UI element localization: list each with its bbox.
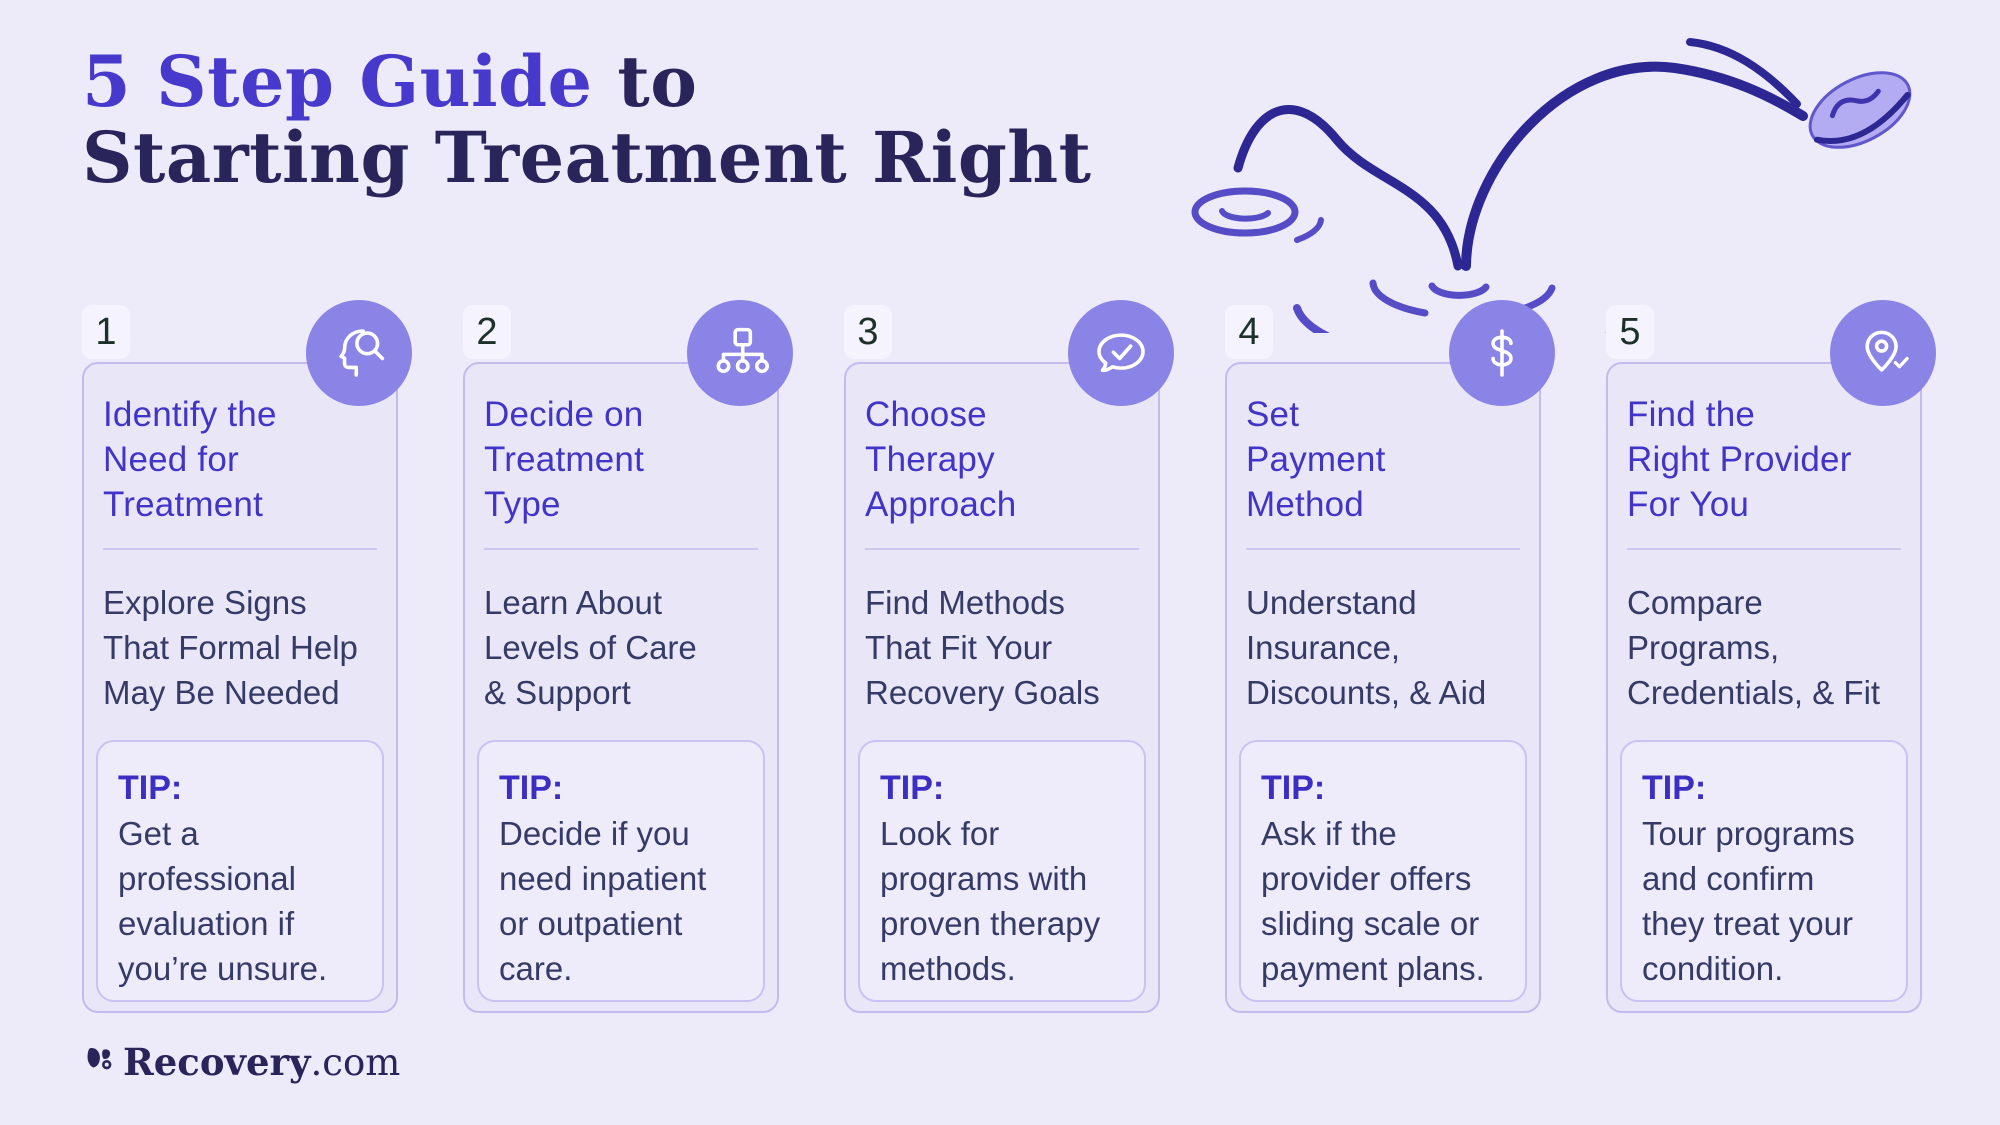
step-card-2: 2 Decide on Treatment Type Learn About L… [463, 300, 795, 1015]
step-description: Understand Insurance, Discounts, & Aid [1246, 584, 1487, 711]
step-number-badge: 2 [463, 305, 511, 359]
step-number-badge: 5 [1606, 305, 1654, 359]
care-levels-hierarchy-icon [687, 300, 793, 406]
tip-box: TIP: Decide if you need inpatient or out… [477, 740, 765, 1002]
step-card-body: Identify the Need for Treatment Explore … [82, 362, 398, 1013]
step-card-5: 5 Find the Right Provider For You Compar… [1606, 300, 1938, 1015]
speech-bubble-check-icon [1068, 300, 1174, 406]
step-title: Find the Right Provider For You [1627, 395, 1852, 524]
page-title-line2: Starting Treatment Right [82, 116, 1092, 199]
step-title: Decide on Treatment Type [484, 395, 645, 524]
page-title-highlight: 5 Step Guide [82, 40, 593, 123]
step-card-body: Find the Right Provider For You Compare … [1606, 362, 1922, 1013]
tip-label: TIP: [499, 769, 564, 807]
recovery-logo-icon [87, 1048, 112, 1070]
tip-text: Look for programs with proven therapy me… [880, 815, 1101, 987]
step-card-3: 3 Choose Therapy Approach Find Methods T… [844, 300, 1176, 1015]
step-card-body: Set Payment Method Understand Insurance,… [1225, 362, 1541, 1013]
tip-label: TIP: [880, 769, 945, 807]
brand-text: Recovery.com [123, 1040, 400, 1084]
step-number-badge: 1 [82, 305, 130, 359]
divider [103, 548, 377, 550]
step-description: Compare Programs, Credentials, & Fit [1627, 584, 1881, 711]
head-magnifier-icon [306, 300, 412, 406]
step-card-body: Choose Therapy Approach Find Methods Tha… [844, 362, 1160, 1013]
tip-text: Decide if you need inpatient or outpatie… [499, 815, 707, 987]
dollar-sign-icon [1449, 300, 1555, 406]
brand-tld: .com [310, 1041, 401, 1084]
tip-text: Ask if the provider offers sliding scale… [1261, 815, 1485, 987]
step-card-4: 4 Set Payment Method Understand Insuranc… [1225, 300, 1557, 1015]
tip-label: TIP: [118, 769, 183, 807]
step-number-badge: 3 [844, 305, 892, 359]
tip-box: TIP: Get a professional evaluation if yo… [96, 740, 384, 1002]
footer-brand: Recovery.com [82, 1040, 400, 1084]
tip-box: TIP: Ask if the provider offers sliding … [1239, 740, 1527, 1002]
tip-label: TIP: [1261, 769, 1326, 807]
stone [1808, 71, 1912, 149]
divider [1246, 548, 1520, 550]
location-pin-check-icon [1830, 300, 1936, 406]
step-title: Set Payment Method [1246, 395, 1386, 524]
tip-text: Get a professional evaluation if you’re … [118, 815, 328, 987]
divider [484, 548, 758, 550]
skipping-stone-illustration [1191, 38, 1912, 333]
divider [865, 548, 1139, 550]
brand-name: Recovery [123, 1040, 311, 1084]
tip-box: TIP: Look for programs with proven thera… [858, 740, 1146, 1002]
step-description: Explore Signs That Formal Help May Be Ne… [103, 584, 358, 711]
divider [1627, 548, 1901, 550]
step-card-body: Decide on Treatment Type Learn About Lev… [463, 362, 779, 1013]
page-title-rest: to [592, 40, 698, 123]
step-card-1: 1 Identify the Need for Treatment Explor… [82, 300, 414, 1015]
step-number-badge: 4 [1225, 305, 1273, 359]
tip-box: TIP: Tour programs and confirm they trea… [1620, 740, 1908, 1002]
step-title: Choose Therapy Approach [865, 395, 1017, 524]
tip-label: TIP: [1642, 769, 1707, 807]
page-title: 5 Step Guide to Starting Treatment Right [82, 44, 1092, 196]
step-description: Learn About Levels of Care & Support [484, 584, 697, 711]
page-title-line1: 5 Step Guide to [82, 44, 1092, 120]
step-description: Find Methods That Fit Your Recovery Goal… [865, 584, 1100, 711]
step-title: Identify the Need for Treatment [103, 395, 277, 524]
tip-text: Tour programs and confirm they treat you… [1642, 815, 1855, 987]
